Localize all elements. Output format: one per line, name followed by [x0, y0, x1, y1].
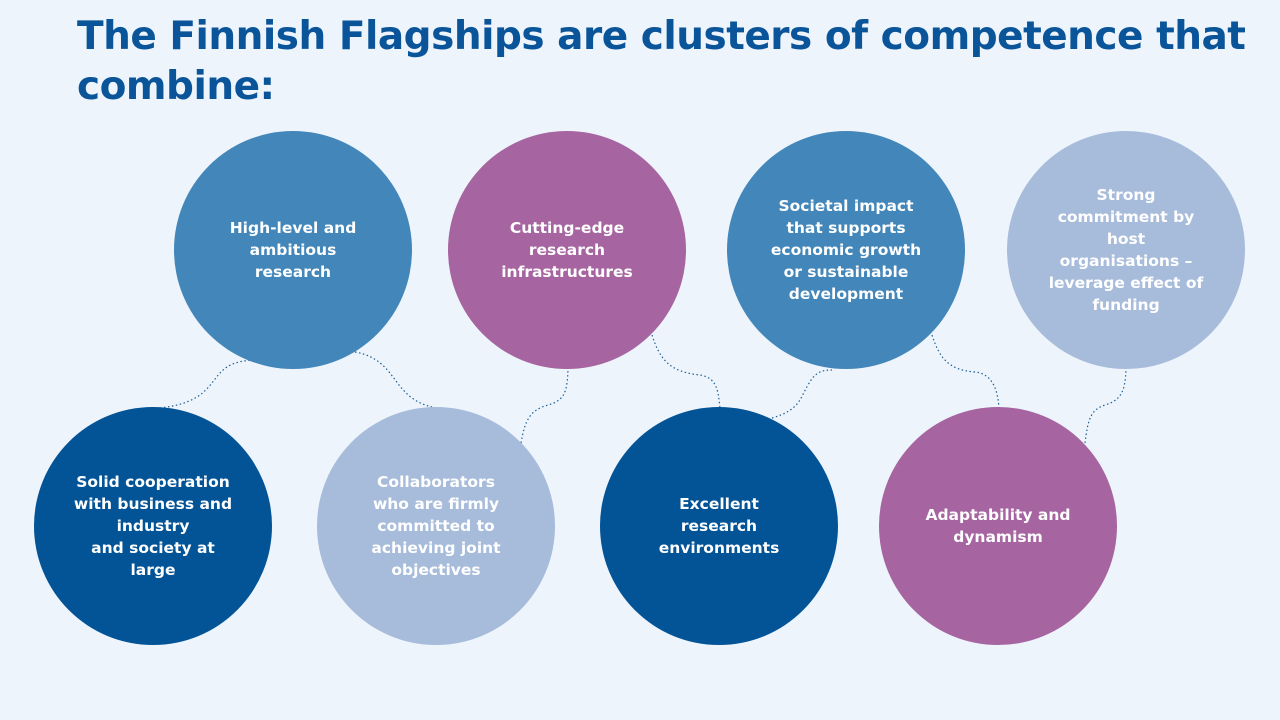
connector-cooperation-high-level [159, 359, 259, 409]
circle-societal-impact-label: Societal impact that supports economic g… [770, 197, 922, 303]
connector-adaptability-host [1084, 369, 1127, 444]
circle-cooperation-label: Solid cooperation with business and indu… [73, 473, 233, 579]
circle-adaptability: Adaptability and dynamism [879, 407, 1117, 645]
circle-research-infrastructures-label: Cutting-edge research infrastructures [501, 219, 633, 281]
circle-high-level-research: High-level and ambitious research [174, 131, 412, 369]
circle-societal-impact: Societal impact that supports economic g… [727, 131, 965, 369]
circle-high-level-research-label: High-level and ambitious research [229, 219, 357, 281]
circle-adaptability-label: Adaptability and dynamism [925, 506, 1071, 546]
circle-research-environments-label: Excellent research environments [658, 495, 780, 557]
connector-infrastructures-environments [651, 334, 721, 409]
circle-collaborators: Collaborators who are firmly committed t… [317, 407, 555, 645]
connector-environments-societal [771, 369, 833, 419]
page-title: The Finnish Flagships are clusters of co… [77, 14, 1246, 109]
circle-host-commitment-label: Strong commitment by host organisations … [1048, 186, 1204, 314]
connector-societal-adaptability [931, 334, 1000, 409]
circle-cooperation: Solid cooperation with business and indu… [34, 407, 272, 645]
circle-research-infrastructures: Cutting-edge research infrastructures [448, 131, 686, 369]
circle-host-commitment: Strong commitment by host organisations … [1007, 131, 1245, 369]
connector-high-level-collaborators [354, 351, 438, 409]
circle-collaborators-label: Collaborators who are firmly committed t… [371, 473, 501, 579]
circle-research-environments: Excellent research environments [600, 407, 838, 645]
connector-collaborators-infrastructures [520, 369, 569, 444]
